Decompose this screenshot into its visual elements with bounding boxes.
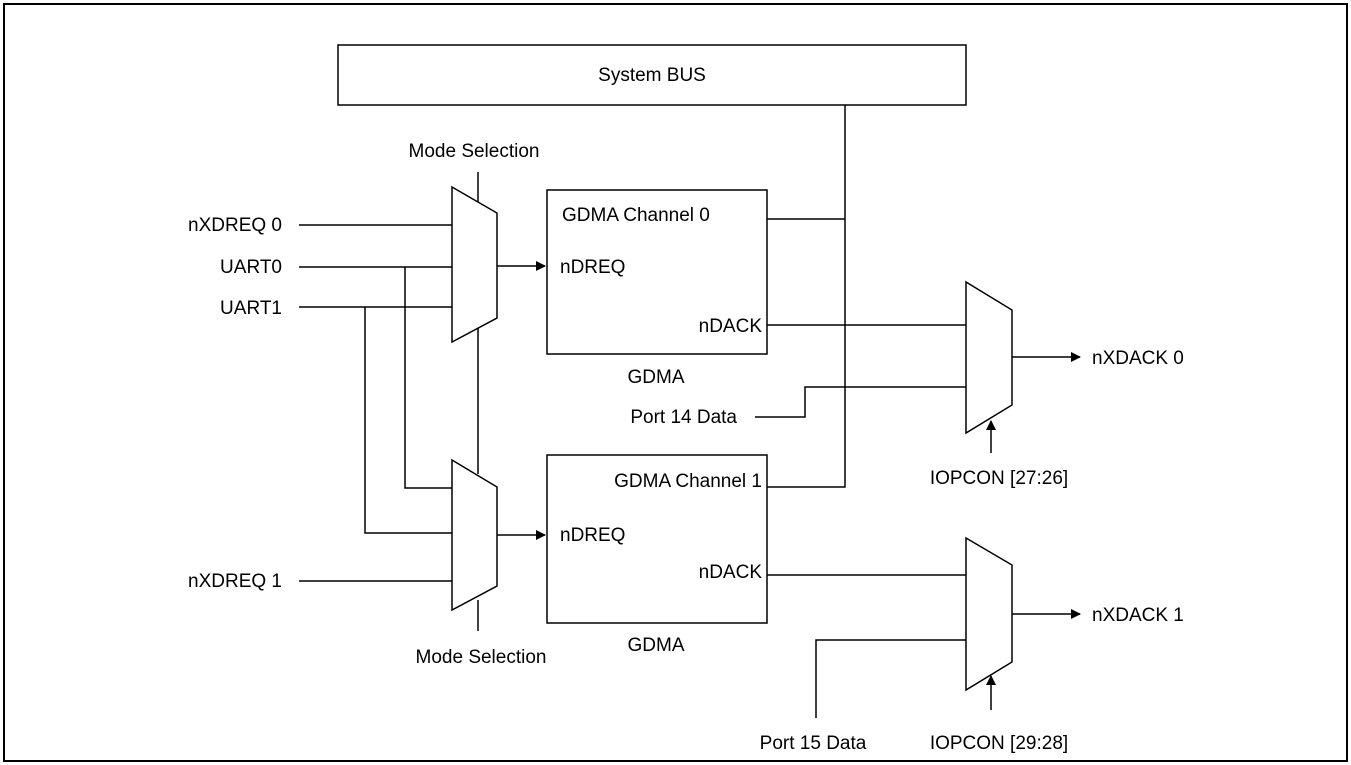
mode-selection-top-label: Mode Selection bbox=[409, 141, 540, 162]
channel0-ndreq: nDREQ bbox=[560, 257, 625, 278]
wire-port14 bbox=[755, 386, 966, 418]
port14-label: Port 14 Data bbox=[630, 407, 737, 428]
channel0-ndack: nDACK bbox=[699, 316, 763, 337]
channel1-title: GDMA Channel 1 bbox=[614, 471, 762, 492]
wire-uart0-to-mux1 bbox=[404, 267, 452, 489]
channel0-title: GDMA Channel 0 bbox=[562, 205, 710, 226]
input-label-nxdreq0: nXDREQ 0 bbox=[188, 215, 282, 236]
gdma-channel-0: GDMA Channel 0 nDREQ nDACK bbox=[546, 189, 768, 355]
output-mux-0 bbox=[965, 280, 1013, 435]
input-label-nxdreq1: nXDREQ 1 bbox=[188, 571, 282, 592]
bus-line bbox=[767, 105, 846, 488]
mode-selection-bottom-label: Mode Selection bbox=[416, 647, 547, 668]
wire-uart1-to-mux1 bbox=[364, 307, 452, 534]
input-label-uart1: UART1 bbox=[220, 298, 282, 319]
output-mux-1 bbox=[965, 536, 1013, 692]
channel0-caption: GDMA bbox=[628, 367, 685, 388]
wire-port15 bbox=[815, 639, 966, 718]
input-mux-1 bbox=[451, 458, 498, 612]
input-mux-0 bbox=[451, 185, 498, 344]
output-label-nxdack1: nXDACK 1 bbox=[1092, 605, 1184, 626]
port15-label: Port 15 Data bbox=[760, 733, 867, 754]
channel1-caption: GDMA bbox=[628, 635, 685, 656]
channel1-ndreq: nDREQ bbox=[560, 525, 625, 546]
iopcon0-label: IOPCON [27:26] bbox=[930, 468, 1068, 489]
system-bus: System BUS bbox=[337, 44, 967, 106]
system-bus-label: System BUS bbox=[598, 65, 706, 86]
gdma-channel-1: GDMA Channel 1 nDREQ nDACK bbox=[546, 454, 768, 624]
diagram-frame bbox=[3, 3, 1348, 762]
input-label-uart0: UART0 bbox=[220, 257, 282, 278]
iopcon1-label: IOPCON [29:28] bbox=[930, 733, 1068, 754]
output-label-nxdack0: nXDACK 0 bbox=[1092, 348, 1184, 369]
channel1-ndack: nDACK bbox=[699, 562, 763, 583]
